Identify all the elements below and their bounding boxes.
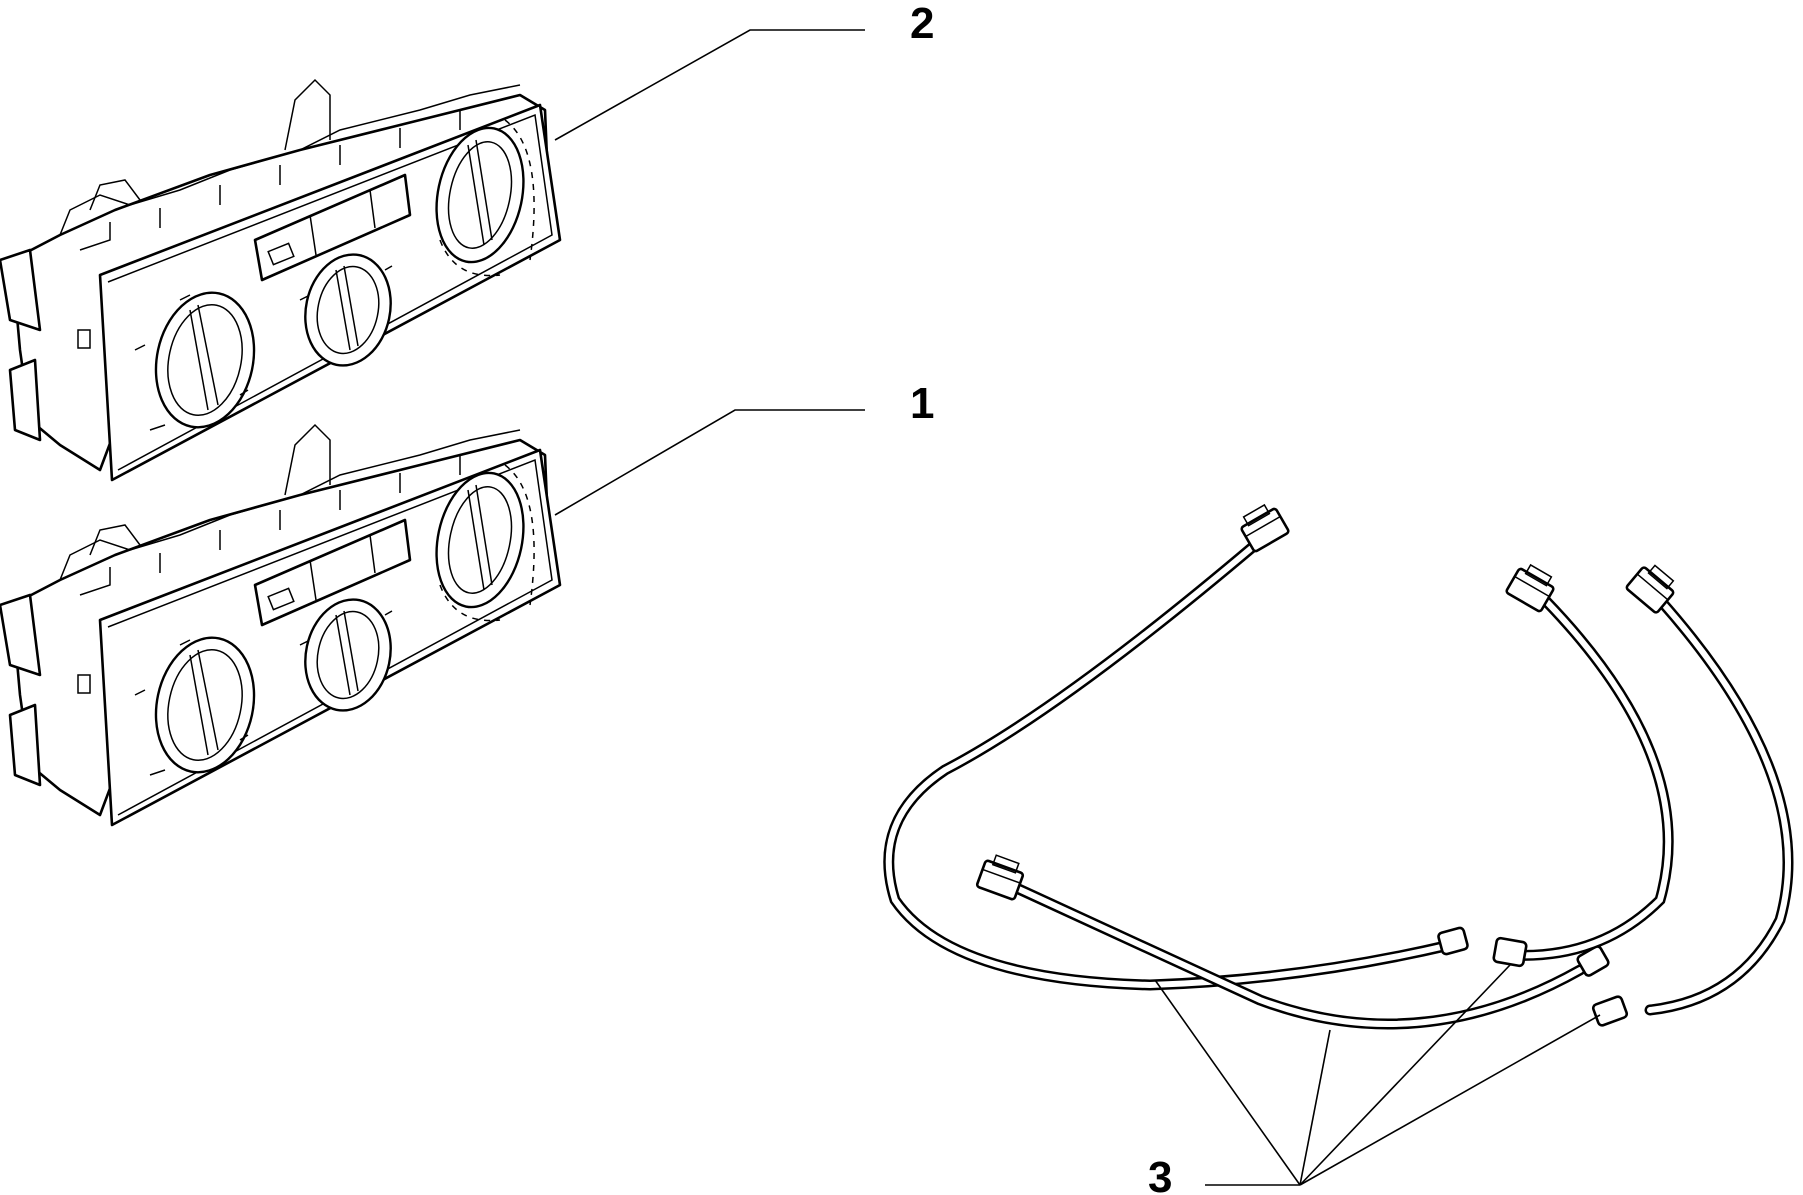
callout-2: 2 (910, 0, 934, 48)
control-cable-d (1591, 558, 1794, 1027)
control-cable-a (883, 499, 1469, 991)
leader-line-2 (554, 29, 865, 141)
callout-3: 3 (1148, 1153, 1172, 1195)
callout-1: 1 (910, 379, 934, 428)
leader-lines-3 (1154, 964, 1601, 1186)
control-cable-b (975, 851, 1610, 1030)
climate-control-panel-upper (0, 78, 562, 482)
leader-line-1 (554, 409, 865, 516)
control-cable-c (1492, 559, 1674, 968)
climate-control-panel-lower (0, 423, 562, 827)
